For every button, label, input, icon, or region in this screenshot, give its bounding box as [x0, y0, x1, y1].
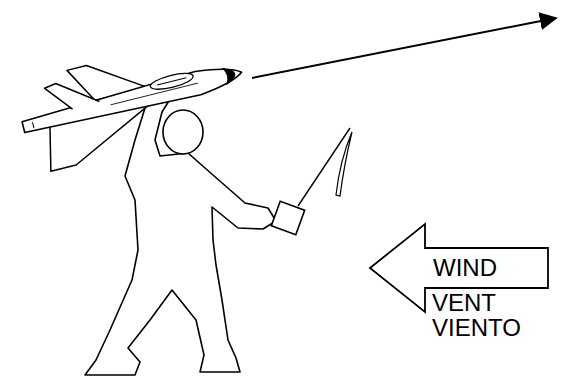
- antenna: [298, 128, 350, 206]
- flight-arrow: [252, 18, 556, 78]
- wind-word: WIND: [433, 254, 497, 282]
- neck-strap: [336, 132, 352, 196]
- airplane: [13, 29, 254, 175]
- transmitter: [271, 201, 304, 234]
- wind-translation: VENT: [432, 289, 496, 317]
- person-head: [163, 110, 203, 154]
- wind-translation: VIENTO: [432, 314, 521, 342]
